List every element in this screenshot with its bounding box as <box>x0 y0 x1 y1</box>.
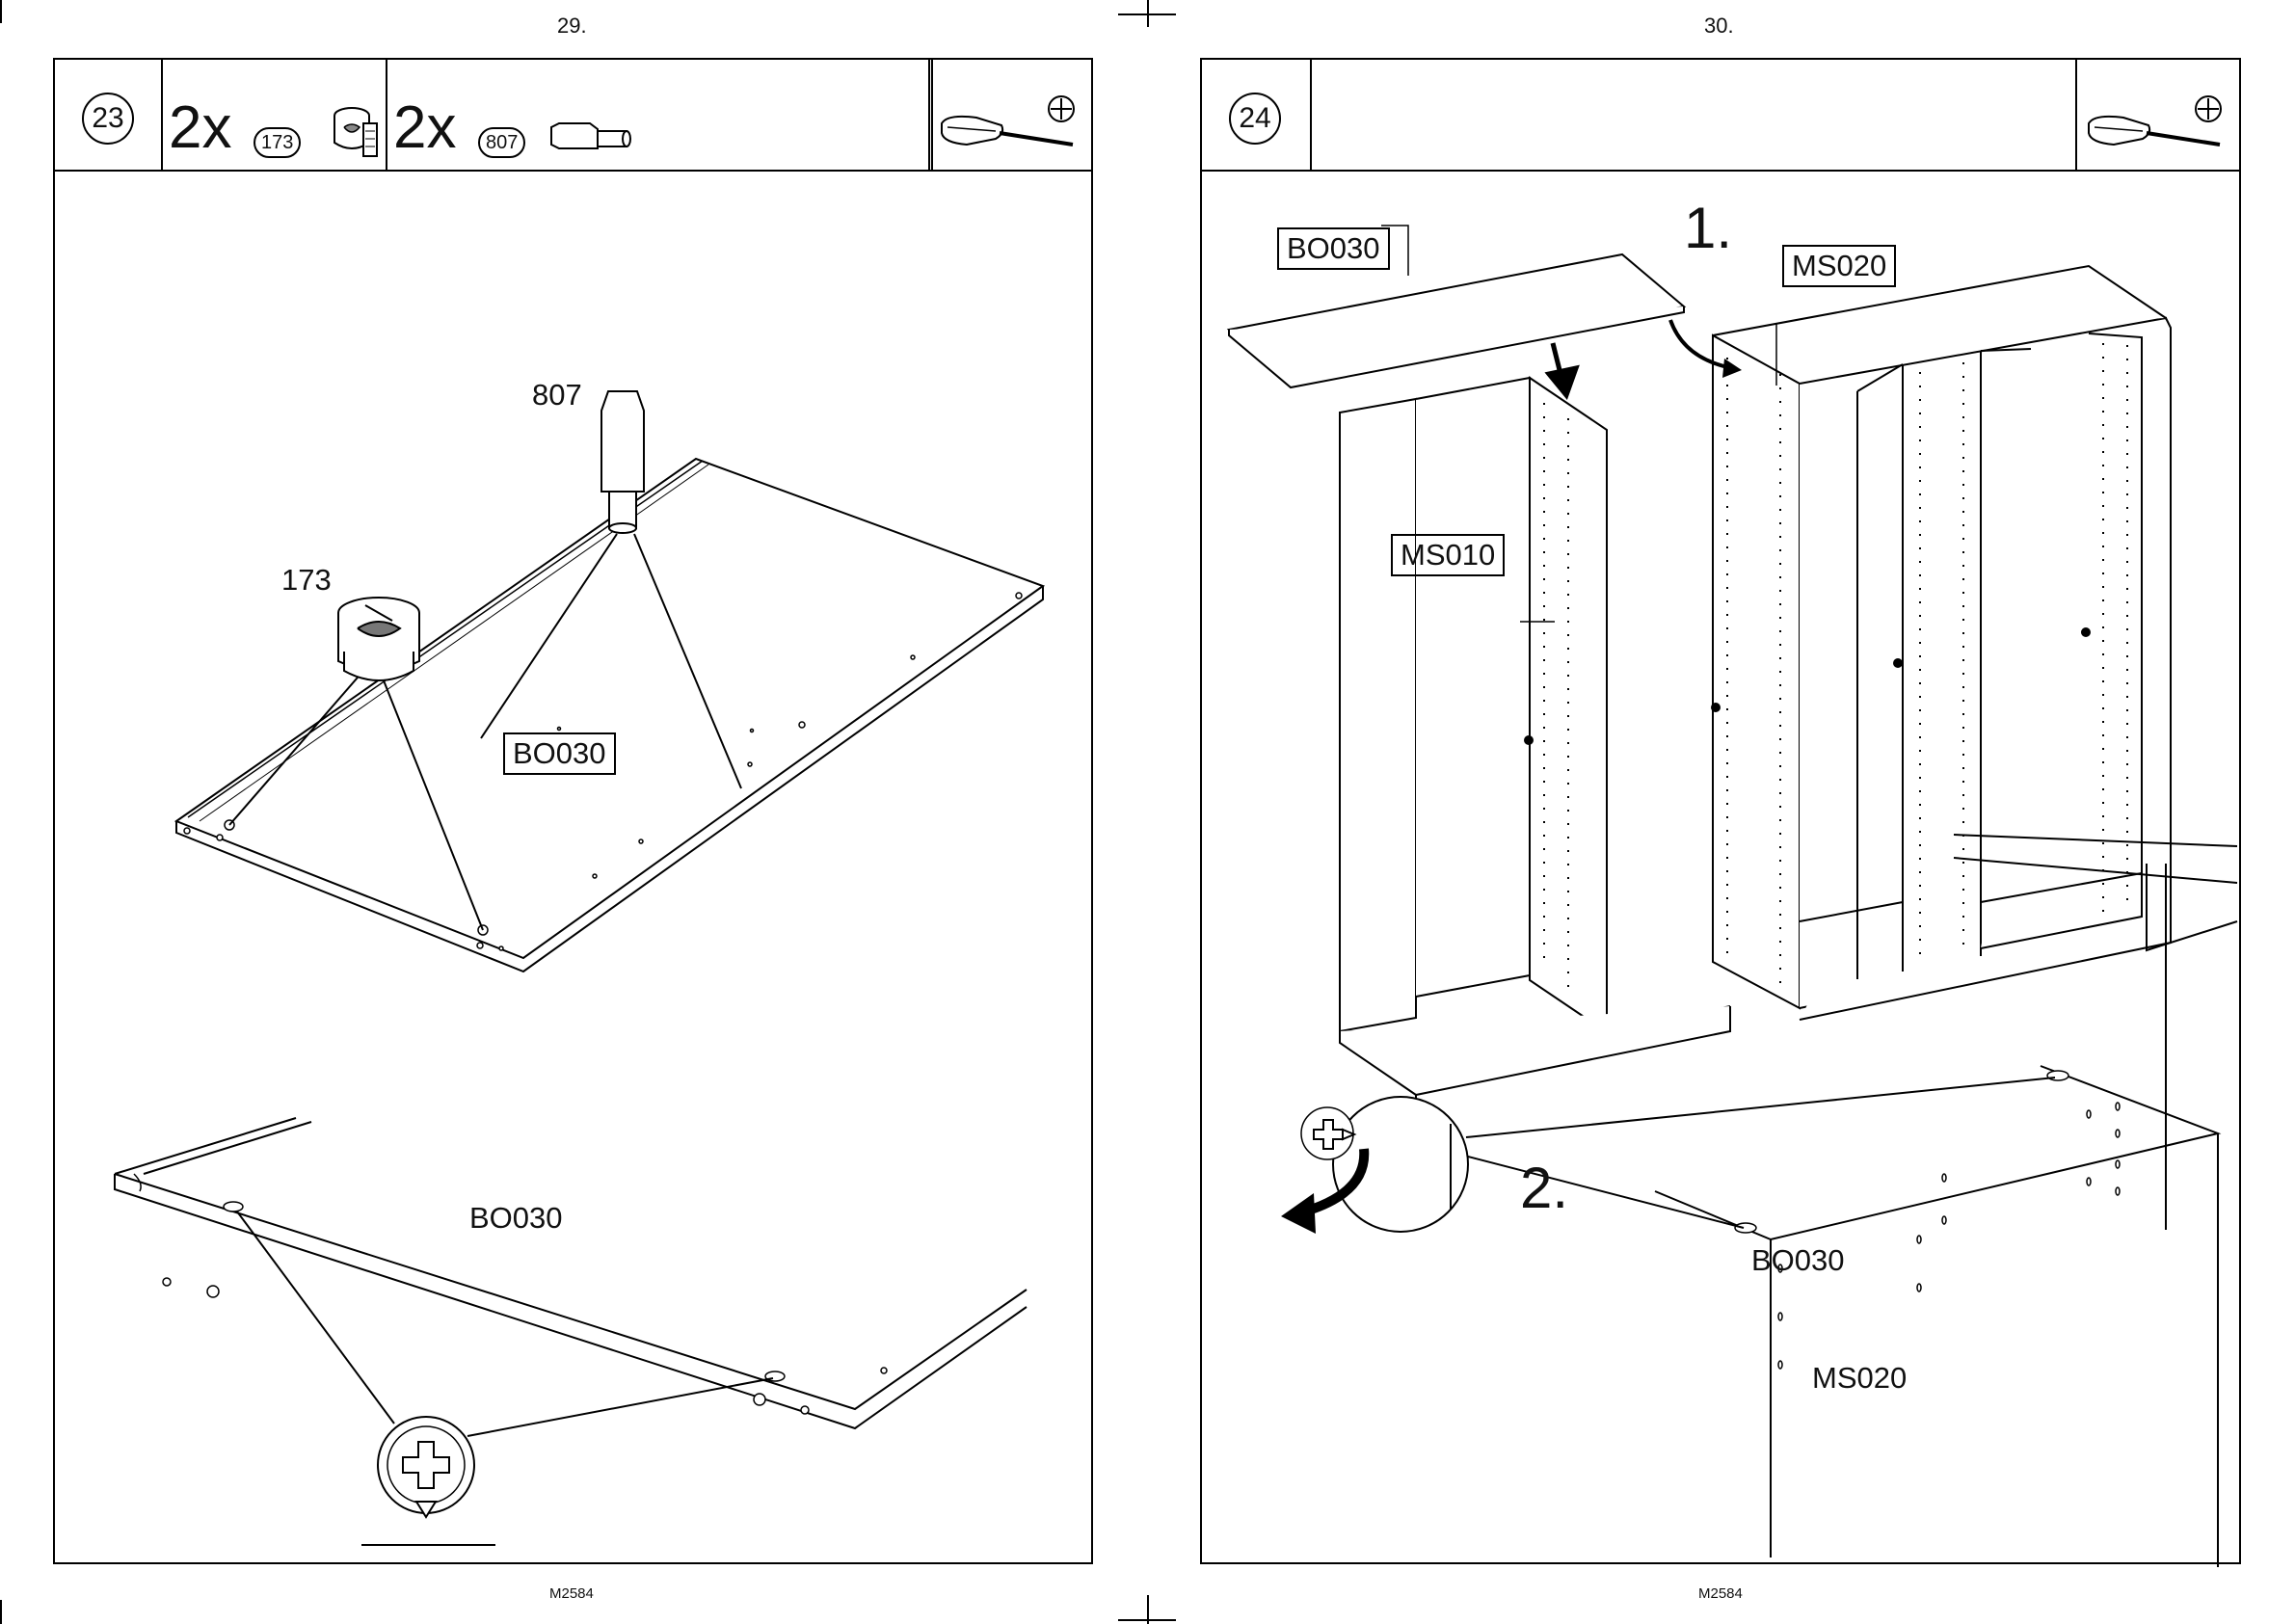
part-quantity: 2x <box>393 98 456 158</box>
callout-173: 173 <box>281 563 332 598</box>
part-label-box: MS010 <box>1391 534 1505 576</box>
part-label-box: MS020 <box>1782 245 1896 287</box>
part-cell-173: 2x 173 <box>161 60 387 170</box>
detail-label: MS020 <box>1812 1361 1907 1396</box>
trim-mark <box>1118 1619 1176 1621</box>
tool-cell <box>928 60 1091 170</box>
phillips-screwdriver-icon <box>938 96 1082 154</box>
step-2-label: 2. <box>1520 1155 1568 1221</box>
callout-807: 807 <box>532 378 582 413</box>
top-board-bo030 <box>1229 254 1684 387</box>
page-number: 29. <box>557 13 587 39</box>
step-1-label: 1. <box>1684 195 1732 261</box>
footer-code: M2584 <box>1698 1585 1743 1602</box>
part-cell-807: 2x 807 <box>386 60 933 170</box>
phillips-screwdriver-icon <box>2085 96 2229 154</box>
trim-mark <box>0 1600 2 1624</box>
trim-mark <box>0 0 2 23</box>
step-number-cell: 23 <box>55 60 163 170</box>
step-number: 23 <box>82 93 134 145</box>
screw-turn-detail <box>1301 1097 1468 1232</box>
wardrobe-assembly-drawing <box>1202 170 2239 1562</box>
instruction-step-24: 24 <box>1200 58 2241 1564</box>
step-header: 23 2x 173 2x 807 <box>55 60 1091 172</box>
detail-view <box>55 1081 1091 1563</box>
part-quantity: 2x <box>169 98 231 158</box>
detail-label: BO030 <box>1751 1243 1845 1278</box>
trim-mark <box>1118 13 1176 15</box>
part-id-badge: 807 <box>478 127 525 158</box>
step-number: 24 <box>1229 93 1281 145</box>
step-header: 24 <box>1202 60 2239 172</box>
step-number-cell: 24 <box>1202 60 1312 170</box>
footer-code: M2584 <box>549 1585 594 1602</box>
screw-head-detail <box>378 1417 474 1517</box>
dowel-pin-icon <box>547 120 634 158</box>
detail-label: BO030 <box>469 1201 563 1236</box>
cam-lock-173-drawing <box>338 598 419 680</box>
page-number: 30. <box>1704 13 1734 39</box>
placement-arrow <box>1549 343 1576 395</box>
instruction-step-23: 23 2x 173 2x 807 <box>53 58 1093 1564</box>
cam-lock-icon <box>325 104 381 162</box>
board-bo030-panel <box>176 459 1043 972</box>
part-label-box: BO030 <box>1277 227 1390 270</box>
part-id-badge: 173 <box>254 127 301 158</box>
tool-cell <box>2075 60 2239 170</box>
part-label-box: BO030 <box>503 732 616 775</box>
